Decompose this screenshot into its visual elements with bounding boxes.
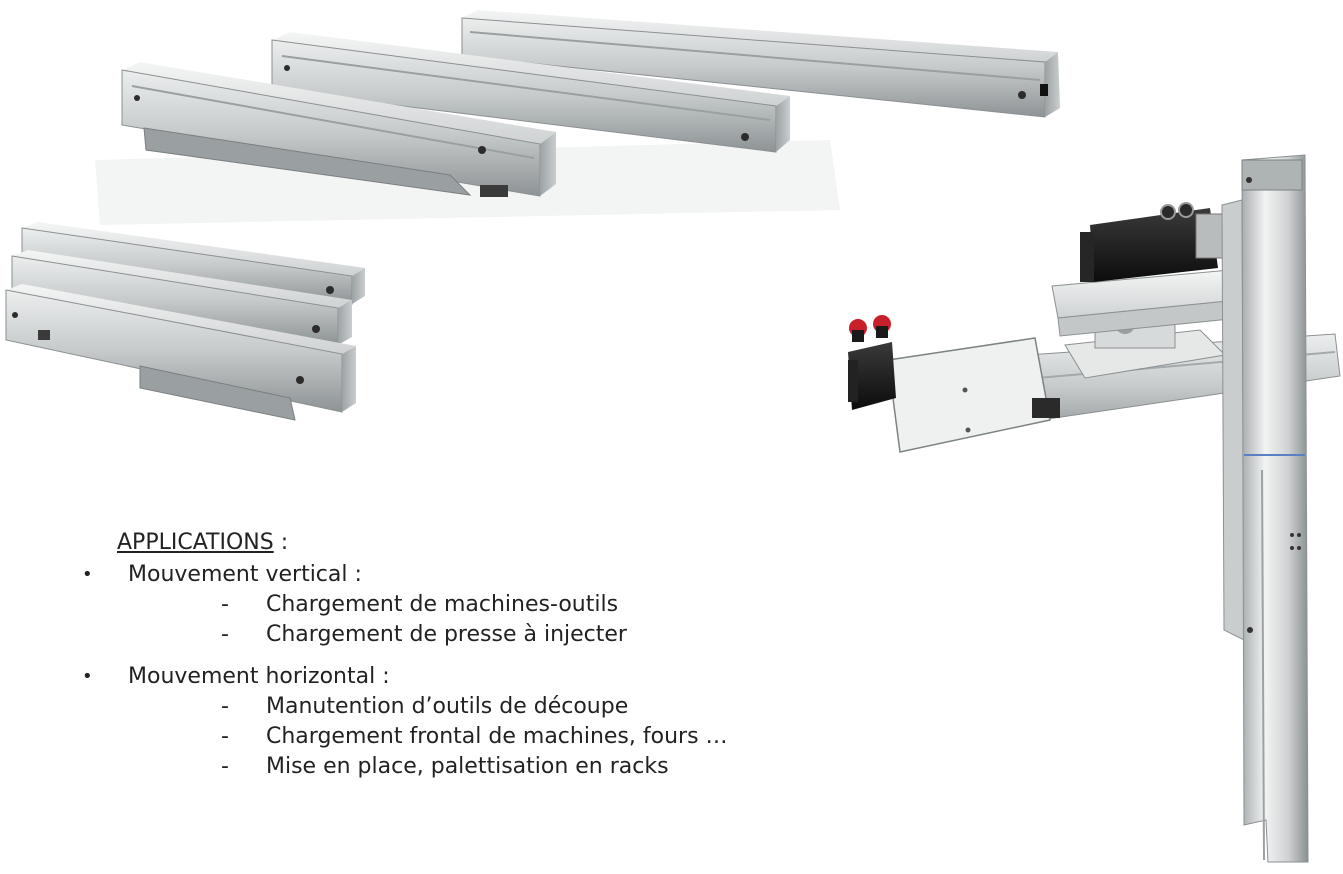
stacked-rail-image: [5, 222, 365, 421]
group-title: Mouvement vertical :: [128, 562, 362, 587]
bullet-item: • Mouvement vertical :: [80, 560, 840, 590]
sub-item-text: Manutention d’outils de découpe: [266, 694, 629, 719]
sub-item-text: Chargement de machines-outils: [266, 592, 619, 617]
dash-icon: -: [221, 694, 229, 719]
bullet-item: • Mouvement horizontal :: [80, 662, 840, 692]
sub-item: - Chargement de machines-outils: [221, 590, 840, 620]
applications-heading: APPLICATIONS: [117, 530, 274, 555]
group-title: Mouvement horizontal :: [128, 664, 390, 689]
dash-icon: -: [221, 592, 229, 617]
application-group-vertical: • Mouvement vertical : - Chargement de m…: [80, 560, 840, 650]
sub-item: - Manutention d’outils de découpe: [221, 692, 840, 722]
sub-item-text: Chargement de presse à injecter: [266, 622, 627, 647]
sub-item: - Chargement de presse à injecter: [221, 620, 840, 650]
bullet-icon: •: [82, 666, 93, 687]
group-spacer: [80, 650, 840, 662]
applications-heading-line: APPLICATIONS :: [117, 528, 840, 558]
sub-item: - Mise en place, palettisation en racks: [221, 752, 840, 782]
sub-item-text: Mise en place, palettisation en racks: [266, 754, 669, 779]
sub-item: - Chargement frontal de machines, fours …: [221, 722, 840, 752]
applications-section: APPLICATIONS : • Mouvement vertical : - …: [80, 528, 840, 782]
linear-axis-rail-image: [95, 10, 1060, 225]
sub-item-text: Chargement frontal de machines, fours …: [266, 724, 728, 749]
dash-icon: -: [221, 754, 229, 779]
dash-icon: -: [221, 622, 229, 647]
heading-suffix: :: [273, 530, 289, 555]
gantry-robot-image: [848, 154, 1341, 863]
application-group-horizontal: • Mouvement horizontal : - Manutention d…: [80, 662, 840, 782]
bullet-icon: •: [82, 564, 93, 585]
dash-icon: -: [221, 724, 229, 749]
